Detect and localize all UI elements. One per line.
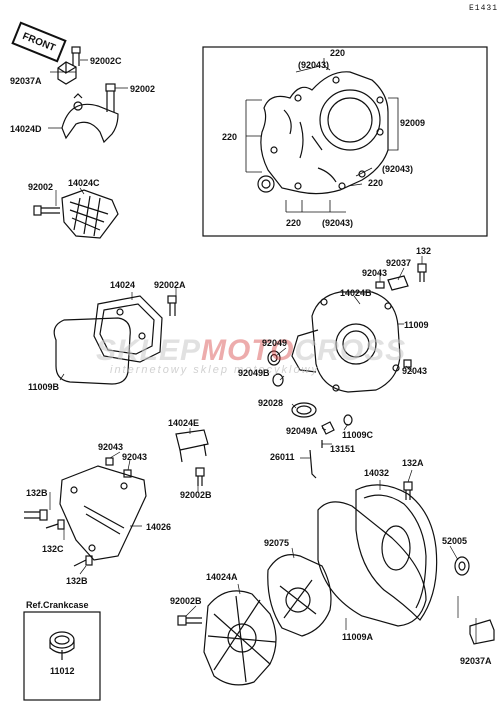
part-label: 92043: [122, 452, 148, 462]
part-label: 132: [416, 246, 432, 256]
part-label: 26011: [270, 452, 295, 462]
seal-11012: [49, 631, 75, 660]
seal-52005: [454, 556, 470, 576]
bolt-92002-b: [33, 205, 60, 216]
part-label: 132B: [66, 576, 88, 586]
cover-14024a: [203, 590, 277, 686]
bracket-14024d: [61, 93, 119, 144]
part-label: 92037A: [460, 656, 492, 666]
part-label: 92049B: [238, 368, 270, 378]
watermark-part1: SKLEP: [96, 334, 202, 367]
part-label: 11009B: [28, 382, 60, 392]
seal-92028: [291, 402, 317, 418]
part-label: 92002: [28, 182, 54, 192]
cover-14024b: [291, 291, 401, 393]
dowel-92043-a: [375, 281, 385, 289]
part-label: 52005: [442, 536, 468, 546]
part-label: 220: [368, 178, 384, 188]
part-label: 92002B: [180, 490, 212, 500]
part-label: 220: [330, 48, 346, 58]
cover-14024: [93, 295, 163, 363]
part-label: 11009C: [342, 430, 374, 440]
watermark-subtitle: internetowy sklep motocyklowy: [110, 364, 320, 376]
part-label: 92049: [262, 338, 288, 348]
cover-14026: [59, 465, 147, 561]
cap-92037a-b: [469, 619, 495, 645]
bolt-92002c: [71, 46, 81, 66]
part-label: 13151: [330, 444, 356, 454]
cap-92037a: [57, 61, 77, 85]
part-label: 14032: [364, 468, 390, 478]
part-label: 14024B: [340, 288, 372, 298]
part-label: 14024E: [168, 418, 200, 428]
part-label: 92049A: [286, 426, 318, 436]
bolt-92002b-m: [195, 467, 205, 486]
part-label: (92043): [298, 60, 330, 70]
diagram-code: E1431: [468, 4, 498, 13]
part-label: 11009A: [342, 632, 374, 642]
part-label: 14024A: [206, 572, 238, 582]
part-label: 92002C: [90, 56, 122, 66]
bolt-92002b-b: [177, 615, 202, 626]
part-label: 14024: [110, 280, 136, 290]
part-label: 92002: [130, 84, 156, 94]
plate-92075: [267, 554, 332, 637]
part-label: 92043: [402, 366, 428, 376]
watermark-part2: MOTO: [201, 334, 295, 367]
cover-14024c: [61, 189, 119, 239]
part-label: 92043: [98, 442, 124, 452]
part-label: 92075: [264, 538, 290, 548]
gasket-11009b: [53, 317, 131, 385]
washers-92049: [267, 350, 284, 387]
part-label: 92037: [386, 258, 412, 268]
part-label: 220: [222, 132, 238, 142]
pipe-26011: [309, 440, 323, 479]
part-label: (92043): [382, 164, 414, 174]
fitting-92049a: [321, 414, 353, 435]
reference-frame: [23, 611, 101, 701]
part-label: 14024C: [68, 178, 100, 188]
part-label: 14024D: [10, 124, 42, 134]
part-label: 92037A: [10, 76, 42, 86]
part-label: 92028: [258, 398, 284, 408]
detail-frame: [202, 46, 488, 237]
part-label: 92009: [400, 118, 426, 128]
part-label: (92043): [322, 218, 354, 228]
cover-14032: [355, 484, 438, 621]
bracket-14024e: [175, 429, 209, 463]
cover-assembly: [257, 71, 389, 195]
part-label: 92043: [362, 268, 388, 278]
bolt-132: [417, 263, 427, 282]
dowel-92043-b: [403, 359, 412, 368]
bolt-92002-a: [105, 83, 116, 112]
bolt-132a: [403, 481, 413, 500]
watermark: SKLEPMOTOCROSS: [96, 334, 406, 368]
leader-lines-frame: [245, 58, 399, 213]
reference-label: Ref.Crankcase: [26, 600, 89, 610]
part-label: 92002A: [154, 280, 186, 290]
gasket-11009a: [317, 501, 427, 627]
part-label: 11009: [404, 320, 429, 330]
part-label: 220: [286, 218, 302, 228]
watermark-part3: CROSS: [294, 334, 407, 367]
part-label: 132B: [26, 488, 48, 498]
part-label: 11012: [50, 666, 75, 676]
part-label: 14026: [146, 522, 172, 532]
part-label: 132C: [42, 544, 64, 554]
bolt-92002a: [167, 295, 177, 316]
bolts-132b-132c: [24, 509, 93, 567]
part-label: 132A: [402, 458, 424, 468]
part-label: 92002B: [170, 596, 202, 606]
cap-92037: [387, 275, 409, 291]
leader-lines: [48, 59, 477, 644]
